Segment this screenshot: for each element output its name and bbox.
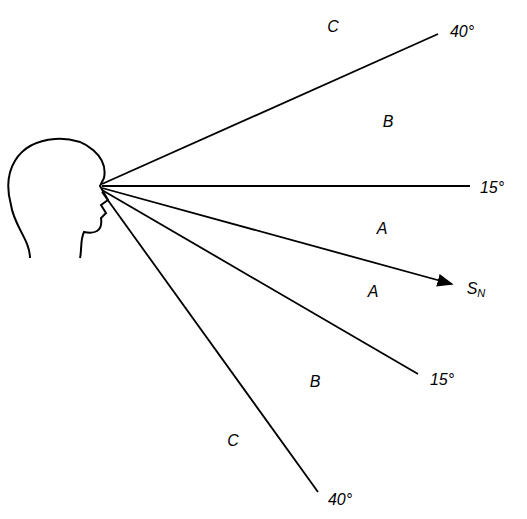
lower-15-line xyxy=(102,190,418,374)
upper-15-line xyxy=(102,185,470,187)
zone-letter: A xyxy=(368,284,379,300)
lower-40-line xyxy=(102,192,318,492)
zone-letter: A xyxy=(377,221,388,237)
angle-label: 15° xyxy=(430,372,454,388)
angle-label: 15° xyxy=(480,180,504,196)
normal-sightline xyxy=(102,188,452,284)
zone-letter: C xyxy=(327,19,339,35)
zone-letter: B xyxy=(310,374,321,390)
upper-40-line xyxy=(102,34,438,184)
sightline-label: SN xyxy=(467,281,486,299)
angle-label: 40° xyxy=(450,24,474,40)
angle-label: 40° xyxy=(328,492,352,508)
zone-letter: C xyxy=(227,433,239,449)
zone-letter: B xyxy=(383,114,394,130)
head-silhouette xyxy=(8,139,108,258)
